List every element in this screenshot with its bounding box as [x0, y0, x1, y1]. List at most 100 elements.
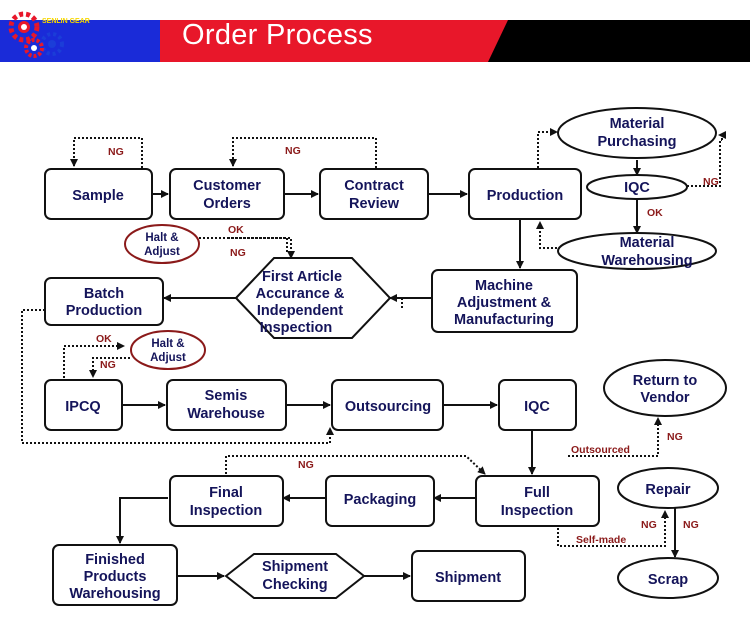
label-ng-repair-right: NG	[683, 519, 699, 531]
node-contract-review-line2: Review	[349, 196, 400, 212]
node-halt-adjust-2-line2: Adjust	[150, 352, 186, 364]
dotted-halt1-ok	[228, 237, 295, 259]
label-ng-halt2: NG	[100, 359, 116, 371]
node-sample-box	[44, 168, 153, 220]
label-ng-iqc-top: NG	[703, 176, 719, 188]
node-first-article-line4: Inspection	[260, 320, 333, 336]
node-scrap-label: Scrap	[648, 572, 688, 588]
node-contract-review-box	[319, 168, 429, 220]
node-return-to-vendor-line2: Vendor	[640, 390, 690, 406]
gear-logo-icon	[8, 11, 64, 58]
node-outsourcing-label: Outsourcing	[345, 399, 431, 415]
node-full-inspection-box	[475, 475, 600, 527]
node-batch-production-box	[44, 277, 164, 326]
node-shipment-label: Shipment	[435, 570, 501, 586]
node-batch-production-line1: Batch	[84, 286, 124, 302]
node-ipcq-box	[44, 379, 123, 431]
flow-labels: NG OK NG NG OK OK NG OK NG NG Outsourced…	[96, 145, 719, 546]
node-material-purchasing-oval	[557, 107, 717, 159]
node-batch-production-line2: Production	[66, 303, 143, 319]
node-halt-adjust-1-oval	[124, 224, 200, 264]
arrow-final-to-finished	[116, 497, 168, 544]
dotted-sample-ng-loop	[70, 137, 143, 192]
node-shipment-checking-line1: Shipment	[262, 559, 328, 575]
header-banner	[0, 11, 750, 62]
node-outsourcing-box	[331, 379, 444, 431]
dotted-iqc-ng-arrowhead	[718, 131, 726, 140]
node-machine-adjustment-line2: Adjustment &	[457, 295, 552, 311]
node-return-to-vendor-line1: Return to	[633, 373, 698, 389]
node-semis-warehouse-line2: Warehouse	[187, 406, 265, 422]
node-final-inspection-line2: Inspection	[190, 503, 263, 519]
node-machine-adjustment-box	[431, 269, 578, 333]
node-iqc-top-oval	[586, 174, 688, 200]
node-packaging-label: Packaging	[344, 492, 417, 508]
label-ng-halt1: NG	[230, 247, 246, 259]
dotted-halt2-ok	[89, 357, 130, 378]
node-final-inspection-line1: Final	[209, 485, 243, 501]
node-customer-orders-line2: Orders	[203, 196, 251, 212]
page-title: Order Process	[182, 19, 373, 51]
node-first-article-line1: First Article	[262, 269, 342, 285]
node-halt-adjust-1-line1: Halt &	[145, 232, 178, 244]
dotted-production-to-purchasing	[537, 128, 558, 168]
label-ng-vendor: NG	[667, 431, 683, 443]
dotted-warehousing-to-production	[536, 221, 557, 249]
dotted-batch-to-outsourcing	[21, 309, 331, 444]
label-self-made: Self-made	[576, 534, 626, 546]
node-sample-label: Sample	[72, 188, 124, 204]
node-finished-products-line1: Finished	[85, 552, 145, 568]
banner-red-band	[160, 20, 520, 62]
dotted-connectors	[21, 128, 726, 547]
label-ok-halt2: OK	[96, 333, 112, 345]
node-first-article-line2: Accurance &	[256, 286, 345, 302]
dotted-ipcq-to-halt2	[63, 342, 125, 378]
node-return-to-vendor-oval	[603, 359, 727, 417]
node-iqc-top-label: IQC	[624, 180, 650, 196]
node-first-article-line3: Independent	[257, 303, 343, 319]
node-machine-adjustment-line1: Machine	[475, 278, 533, 294]
dotted-outsourced-to-vendor	[568, 417, 662, 457]
node-labels: Sample Customer Orders Contract Review P…	[65, 116, 697, 602]
node-contract-review-line1: Contract	[344, 178, 404, 194]
logo-text: SENLIN GEAR	[42, 18, 90, 25]
node-halt-adjust-1-line2: Adjust	[144, 246, 180, 258]
node-customer-orders-line1: Customer	[193, 178, 261, 194]
node-material-warehousing-line1: Material	[620, 235, 675, 251]
node-shipment-checking-hexagon	[224, 553, 366, 599]
node-material-purchasing-line2: Purchasing	[598, 134, 677, 150]
node-final-inspection-box	[169, 475, 284, 527]
node-finished-products-line3: Warehousing	[69, 586, 160, 602]
node-packaging-box	[325, 475, 435, 527]
node-machine-adjustment-line3: Manufacturing	[454, 312, 554, 328]
dotted-stub	[390, 297, 403, 310]
node-ipcq-label: IPCQ	[65, 399, 100, 415]
connectors	[116, 160, 679, 580]
node-full-inspection-line1: Full	[524, 485, 550, 501]
node-shipment-box	[411, 550, 526, 602]
node-production-label: Production	[487, 188, 564, 204]
node-shipment-checking-line2: Checking	[262, 577, 327, 593]
dotted-review-ng-loop	[229, 137, 377, 168]
node-material-warehousing-line2: Warehousing	[601, 253, 692, 269]
node-first-article-hexagon	[234, 257, 392, 339]
dotted-final-ng-to-full	[225, 455, 486, 475]
node-repair-oval	[617, 467, 719, 509]
node-iqc-mid-box	[498, 379, 577, 431]
label-ok-halt1: OK	[228, 224, 244, 236]
node-halt-adjust-2-oval	[130, 330, 206, 370]
node-halt-adjust-2-line1: Halt &	[151, 338, 184, 350]
node-customer-orders-box	[169, 168, 285, 220]
label-ng-final: NG	[298, 459, 314, 471]
node-material-warehousing-oval	[557, 232, 717, 270]
node-finished-products-box	[52, 544, 178, 606]
node-material-purchasing-line1: Material	[610, 116, 665, 132]
banner-black-band	[488, 20, 750, 62]
dotted-self-made-to-repair	[557, 510, 669, 547]
node-finished-products-line2: Products	[84, 569, 147, 585]
node-full-inspection-line2: Inspection	[501, 503, 574, 519]
label-ok-iqc-top: OK	[647, 207, 663, 219]
label-outsourced: Outsourced	[571, 444, 630, 456]
nodes	[44, 107, 727, 606]
